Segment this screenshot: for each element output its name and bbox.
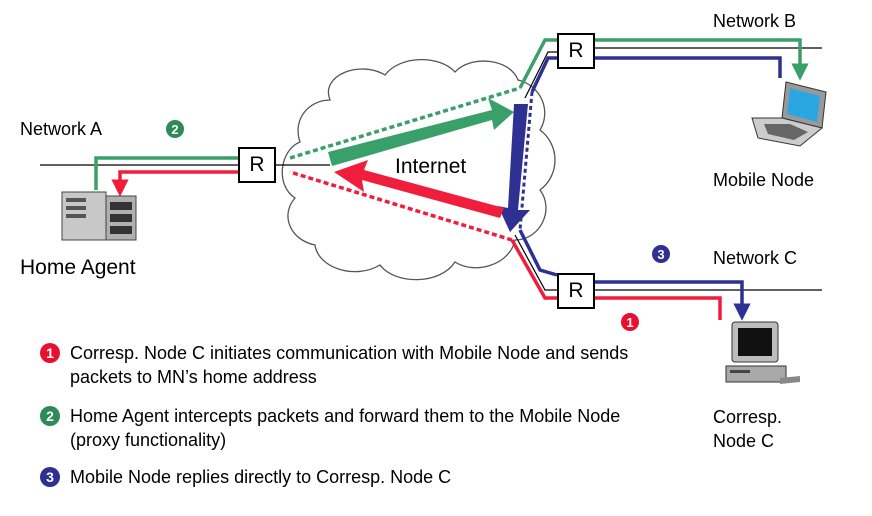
green-tunnel-arrow (328, 98, 514, 166)
legend-1-badge: 1 (40, 343, 60, 363)
legend-item-1: 1 Corresp. Node C initiates communicatio… (40, 341, 670, 389)
legend-3-badge: 3 (40, 467, 60, 487)
blue-path-networkb (530, 56, 782, 93)
router-network-b: R (557, 33, 595, 69)
blue-internet-arrow (498, 104, 530, 232)
router-network-a: R (238, 147, 276, 183)
link-router-c (514, 234, 557, 291)
network-a-label: Network A (20, 119, 103, 139)
step-1-badge: 1 (621, 313, 639, 331)
legend-1-text: Corresp. Node C initiates communication … (70, 343, 629, 387)
red-path-internet (289, 170, 513, 242)
legend-2-text: Home Agent intercepts packets and forwar… (70, 406, 621, 450)
green-path-home (94, 156, 238, 190)
network-b-label: Network B (713, 11, 797, 31)
corresp-node-label-line2: Node C (713, 431, 775, 451)
router-network-c: R (557, 273, 595, 309)
red-path-networkc (510, 239, 722, 320)
green-path-tunnel (289, 86, 521, 160)
legend-item-3: 3 Mobile Node replies directly to Corres… (40, 465, 670, 489)
home-agent-server-icon (61, 191, 137, 241)
corresp-node-label-line1: Corresp. (713, 407, 783, 427)
red-path-home (111, 170, 238, 197)
corresp-node-desktop-icon (725, 321, 800, 384)
legend-3-text: Mobile Node replies directly to Corresp.… (70, 467, 452, 487)
step-3-badge: 3 (652, 245, 670, 263)
network-c-label: Network C (713, 248, 798, 268)
blue-path-networkc (518, 229, 742, 312)
green-path-networkb (518, 38, 800, 89)
home-agent-label: Home Agent (20, 256, 136, 279)
legend-item-2: 2 Home Agent intercepts packets and forw… (40, 404, 670, 452)
link-router-b (524, 51, 557, 99)
mobile-node-label: Mobile Node (713, 170, 815, 190)
internet-label: Internet (395, 155, 467, 178)
blue-path-internet (518, 91, 534, 231)
legend-2-badge: 2 (40, 406, 60, 426)
step-2-badge: 2 (166, 120, 184, 138)
red-internet-arrow (334, 160, 504, 218)
mobile-node-laptop-icon (751, 81, 827, 147)
